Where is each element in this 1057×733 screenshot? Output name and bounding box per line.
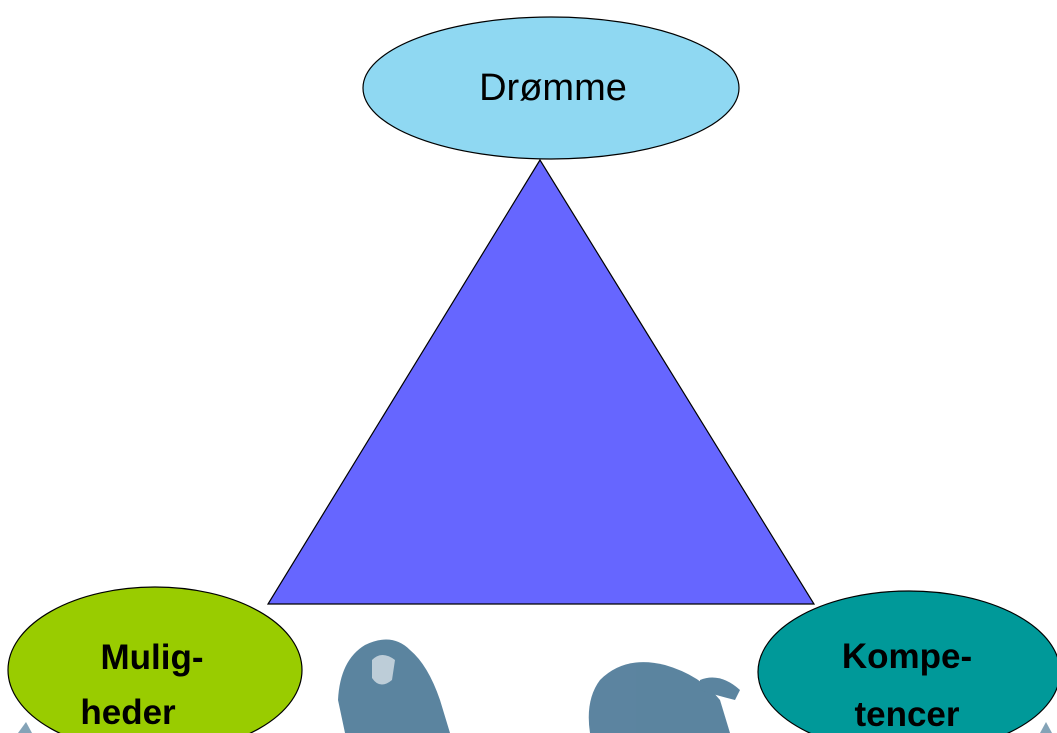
node-dromme: Drømme: [362, 16, 740, 160]
node-muligheder-line2: heder: [80, 693, 176, 732]
node-dromme-label: Drømme: [479, 67, 627, 109]
node-muligheder: Mulig- heder: [7, 586, 303, 733]
node-kompetencer-line2: tencer: [854, 695, 959, 733]
node-kompetencer-line1: Kompe-: [842, 637, 972, 676]
node-dromme-ellipse: [362, 16, 740, 160]
triangle-shape: [266, 158, 816, 605]
node-muligheder-ellipse: [7, 586, 303, 733]
node-kompetencer-ellipse: [757, 590, 1057, 733]
node-muligheder-line1: Mulig-: [100, 638, 203, 677]
decorative-figures-image: [18, 639, 1052, 733]
node-kompetencer: Kompe- tencer: [757, 590, 1057, 733]
